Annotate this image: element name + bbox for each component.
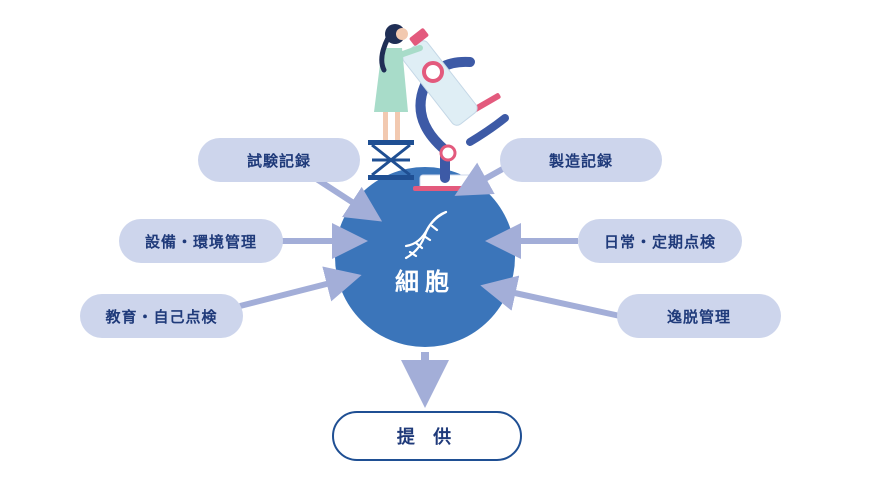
arrow-seizo (454, 162, 510, 196)
arrow-kyoiku (239, 266, 362, 309)
microscope-illustration (402, 28, 509, 191)
arrow-itsudatsu (480, 275, 621, 319)
input-pill-manufacturing-records: 製造記録 (500, 138, 662, 182)
input-pill-education-self-inspection: 教育・自己点検 (80, 294, 243, 338)
input-pill-deviation-management: 逸脱管理 (617, 294, 781, 338)
scientist-figure (368, 24, 423, 180)
input-pill-equipment-environment: 設備・環境管理 (119, 219, 283, 263)
cell-label: 細胞 (395, 268, 455, 296)
dna-icon (404, 210, 448, 260)
arrow-shiken (313, 175, 383, 222)
cell-circle (335, 167, 515, 347)
input-pill-daily-periodic-inspection: 日常・定期点検 (578, 219, 742, 263)
input-pill-test-records: 試験記録 (198, 138, 360, 182)
output-box: 提 供 (332, 411, 522, 461)
